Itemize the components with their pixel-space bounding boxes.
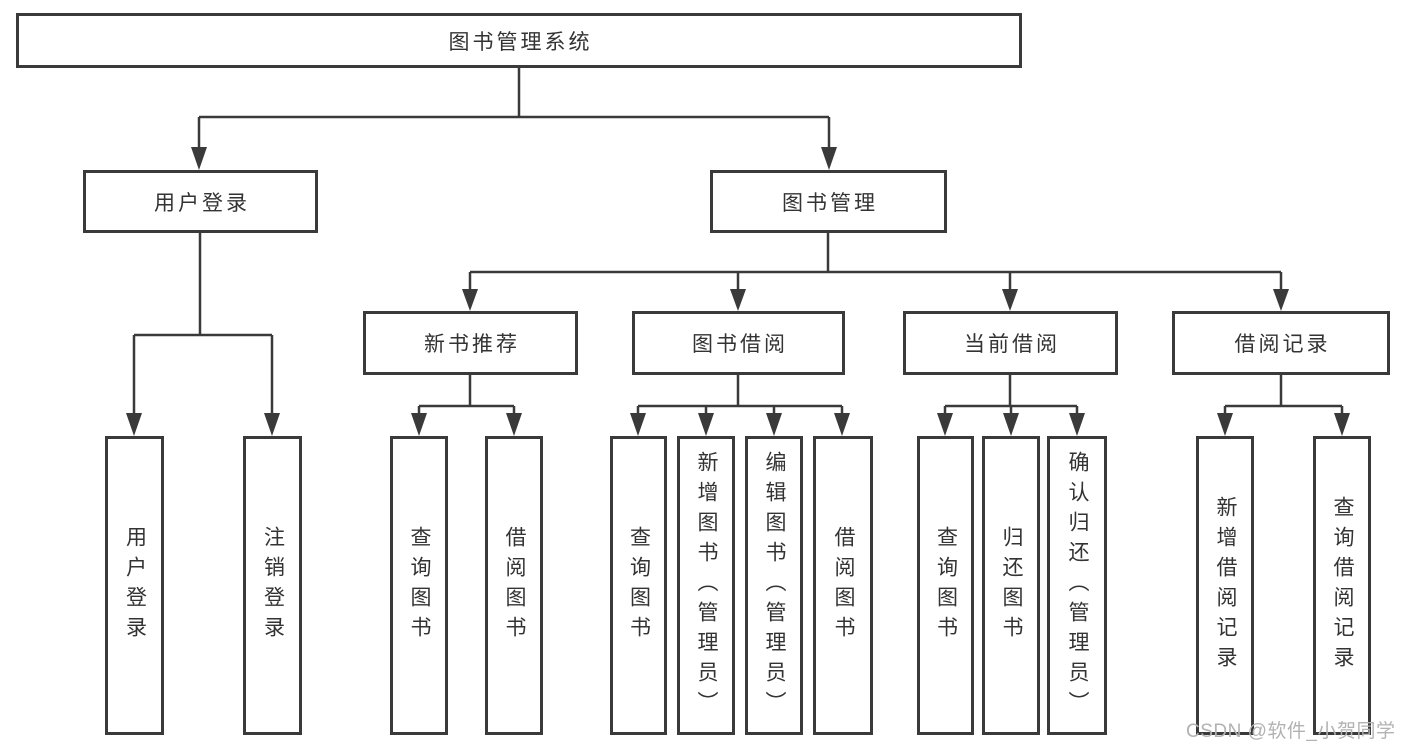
arrowhead xyxy=(1069,413,1085,436)
connector-book-borrow-to-leaves xyxy=(636,375,844,418)
arrowhead xyxy=(126,413,142,436)
arrowhead xyxy=(1002,289,1018,311)
leaf-return-book: 归还图书 xyxy=(982,436,1040,735)
leaf-logout: 注销登录 xyxy=(243,436,302,735)
leaf-query-borrow-record: 查询借阅记录 xyxy=(1313,436,1371,735)
leaf-query-books-borrow: 查询图书 xyxy=(610,436,667,735)
arrowhead xyxy=(1334,413,1350,436)
node-user-login: 用户登录 xyxy=(83,170,318,233)
arrowhead xyxy=(1273,289,1289,311)
node-borrow-records: 借阅记录 xyxy=(1172,311,1390,375)
node-new-book-recommend: 新书推荐 xyxy=(363,311,578,375)
connector-borrow-records-to-leaves xyxy=(1223,375,1344,418)
connector-root-to-level2 xyxy=(197,68,831,152)
leaf-confirm-return-admin: 确认归还（管理员） xyxy=(1047,436,1107,735)
leaf-borrow-books-borrow: 借阅图书 xyxy=(813,436,873,735)
connector-new-book-recommend-to-leaves xyxy=(417,375,516,418)
leaf-query-books-current: 查询图书 xyxy=(917,436,974,735)
arrowhead xyxy=(1217,413,1233,436)
arrowhead xyxy=(730,289,746,311)
arrowhead xyxy=(411,413,427,436)
arrowhead xyxy=(506,413,522,436)
arrowhead xyxy=(1003,413,1019,436)
leaf-user-login: 用户登录 xyxy=(105,436,164,735)
arrowhead xyxy=(937,413,953,436)
csdn-watermark: CSDN @软件_小贺同学 xyxy=(1186,721,1396,742)
leaf-add-borrow-record: 新增借阅记录 xyxy=(1196,436,1254,735)
arrowhead xyxy=(766,413,782,436)
leaf-borrow-books-recommend: 借阅图书 xyxy=(485,436,543,735)
arrowhead xyxy=(462,289,478,311)
arrowhead xyxy=(630,413,646,436)
arrowhead xyxy=(821,147,837,170)
connector-current-borrow-to-leaves xyxy=(943,375,1079,418)
node-root: 图书管理系统 xyxy=(16,13,1022,68)
arrowhead xyxy=(698,413,714,436)
arrowhead xyxy=(834,413,850,436)
leaf-add-book-admin: 新增图书（管理员） xyxy=(677,436,735,735)
node-current-borrow: 当前借阅 xyxy=(903,311,1118,375)
node-book-management: 图书管理 xyxy=(710,170,947,233)
arrowhead xyxy=(191,147,207,170)
connector-book-management-to-level3 xyxy=(468,233,1283,293)
arrowhead xyxy=(264,413,280,436)
node-book-borrow: 图书借阅 xyxy=(632,311,845,375)
leaf-query-books-recommend: 查询图书 xyxy=(390,436,448,735)
connector-user-login-to-leaves xyxy=(132,233,274,418)
leaf-edit-book-admin: 编辑图书（管理员） xyxy=(745,436,803,735)
